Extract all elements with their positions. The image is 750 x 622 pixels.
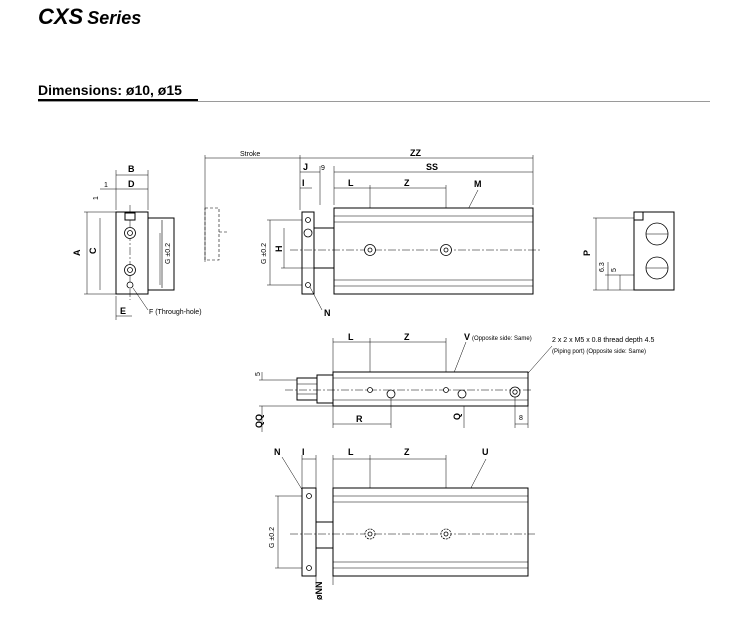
label-five-side: 5 bbox=[255, 372, 262, 376]
label-a: A bbox=[72, 249, 82, 256]
leader-n-top bbox=[309, 286, 323, 311]
right-end-tab bbox=[633, 211, 644, 221]
label-qq: QQ bbox=[254, 414, 264, 428]
label-l-bottom: L bbox=[348, 447, 354, 457]
end-body bbox=[147, 217, 175, 291]
label-z-top: Z bbox=[404, 178, 410, 188]
label-one-a: 1 bbox=[104, 182, 108, 189]
end-port-lower-inner bbox=[127, 267, 133, 273]
label-p: P bbox=[582, 250, 592, 256]
label-f: F (Through-hole) bbox=[149, 309, 202, 316]
label-six-three: 6.3 bbox=[599, 262, 606, 272]
top-view: Stroke ZZ J 9 SS I L Z M bbox=[204, 148, 540, 318]
label-nine: 9 bbox=[321, 165, 325, 172]
label-l-top: L bbox=[348, 178, 354, 188]
end-through-hole bbox=[126, 281, 134, 289]
side-hole-1 bbox=[367, 387, 373, 393]
stroke-phantom bbox=[204, 207, 220, 261]
label-l-side: L bbox=[348, 332, 354, 342]
bottom-port-2-inner bbox=[443, 531, 449, 537]
side-hole-4 bbox=[457, 389, 467, 399]
right-end-view: P 6.3 5 bbox=[582, 211, 675, 291]
label-j: J bbox=[303, 162, 308, 172]
label-g-tol-left: G ±0.2 bbox=[165, 243, 172, 264]
top-plate-hole-3 bbox=[305, 282, 311, 288]
side-hole-2 bbox=[386, 389, 396, 399]
top-body bbox=[333, 207, 534, 295]
side-body bbox=[332, 371, 529, 407]
top-port-1-inner bbox=[367, 247, 373, 253]
side-piping-port-inner bbox=[512, 389, 518, 395]
end-port-upper-inner bbox=[127, 230, 133, 236]
label-nn: øNN bbox=[314, 582, 324, 601]
label-d: D bbox=[128, 179, 135, 189]
label-n-bottom: N bbox=[274, 447, 281, 457]
side-hole-3 bbox=[443, 387, 449, 393]
bottom-body bbox=[332, 487, 529, 577]
end-top-tab bbox=[124, 212, 136, 221]
label-b: B bbox=[128, 164, 135, 174]
label-h: H bbox=[274, 246, 284, 253]
label-one-b: 1 bbox=[93, 196, 100, 200]
leader-f bbox=[132, 287, 149, 311]
label-u: U bbox=[482, 447, 489, 457]
side-rod-end bbox=[296, 377, 318, 401]
bottom-view: N I L Z U G ±0.2 øNN bbox=[269, 447, 535, 600]
top-plate bbox=[301, 211, 315, 295]
label-eight: 8 bbox=[519, 415, 523, 422]
top-plate-hole-1 bbox=[305, 217, 311, 223]
label-thread-note: 2 x 2 x M5 x 0.8 thread depth 4.5 bbox=[552, 337, 654, 344]
label-r: R bbox=[356, 414, 363, 424]
label-i-top: I bbox=[302, 178, 305, 188]
end-plate bbox=[115, 211, 149, 295]
bottom-rod-block bbox=[315, 521, 334, 549]
label-piping-note: (Piping port) (Opposite side: Same) bbox=[552, 349, 646, 355]
bottom-plate-hole-1 bbox=[306, 493, 312, 499]
side-view: L Z V (Opposite side: Same) 2 x 2 x M5 x… bbox=[254, 332, 654, 432]
top-port-2-inner bbox=[443, 247, 449, 253]
label-e: E bbox=[120, 306, 126, 316]
label-c: C bbox=[88, 247, 98, 254]
label-v-note: (Opposite side: Same) bbox=[472, 336, 532, 342]
bottom-plate-hole-2 bbox=[306, 565, 312, 571]
top-plate-hole-2 bbox=[303, 228, 313, 238]
section-rule-thick bbox=[38, 99, 198, 101]
bottom-port-1-inner bbox=[367, 531, 373, 537]
label-zz: ZZ bbox=[410, 148, 421, 158]
label-n-top: N bbox=[324, 308, 331, 318]
label-ss: SS bbox=[426, 162, 438, 172]
label-stroke: Stroke bbox=[240, 151, 260, 158]
side-rod-block bbox=[316, 374, 334, 404]
top-rod-block bbox=[313, 227, 335, 269]
label-i-bottom: I bbox=[302, 447, 305, 457]
label-v: V bbox=[464, 332, 470, 342]
series-word: Series bbox=[87, 8, 142, 28]
label-z-bottom: Z bbox=[404, 447, 410, 457]
bottom-plate bbox=[301, 487, 317, 577]
label-g-tol-top: G ±0.2 bbox=[261, 243, 268, 264]
section-title: Dimensions: ø10, ø15 bbox=[38, 82, 182, 98]
label-q: Q bbox=[452, 413, 462, 420]
model-name: CXS bbox=[38, 4, 84, 29]
label-five: 5 bbox=[611, 268, 618, 272]
section-rule-thin bbox=[38, 101, 710, 102]
label-m: M bbox=[474, 179, 482, 189]
left-end-view: B D 1 A C 1 G ±0.2 E F (Through-hole) bbox=[72, 164, 202, 320]
label-g-tol-bottom: G ±0.2 bbox=[269, 527, 276, 548]
label-z-side: Z bbox=[404, 332, 410, 342]
